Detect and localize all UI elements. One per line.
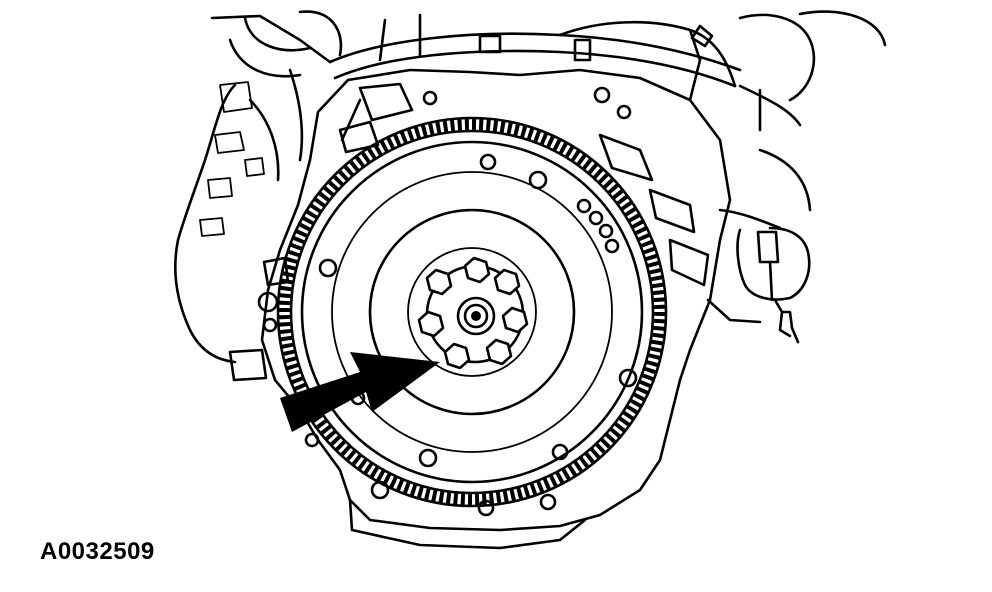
flywheel-holes	[318, 153, 638, 468]
callout-arrow	[280, 352, 440, 432]
engine-upper-parts	[210, 10, 887, 132]
left-wiring-harness	[174, 68, 304, 364]
plate-mounting-holes	[257, 86, 632, 517]
engine-rear-plate	[228, 68, 732, 550]
flywheel-bolts	[417, 256, 529, 370]
figure-reference-id: A0032509	[40, 538, 155, 565]
right-side-sensor	[706, 148, 812, 344]
ring-gear-teeth	[277, 117, 667, 507]
flywheel	[276, 116, 668, 508]
